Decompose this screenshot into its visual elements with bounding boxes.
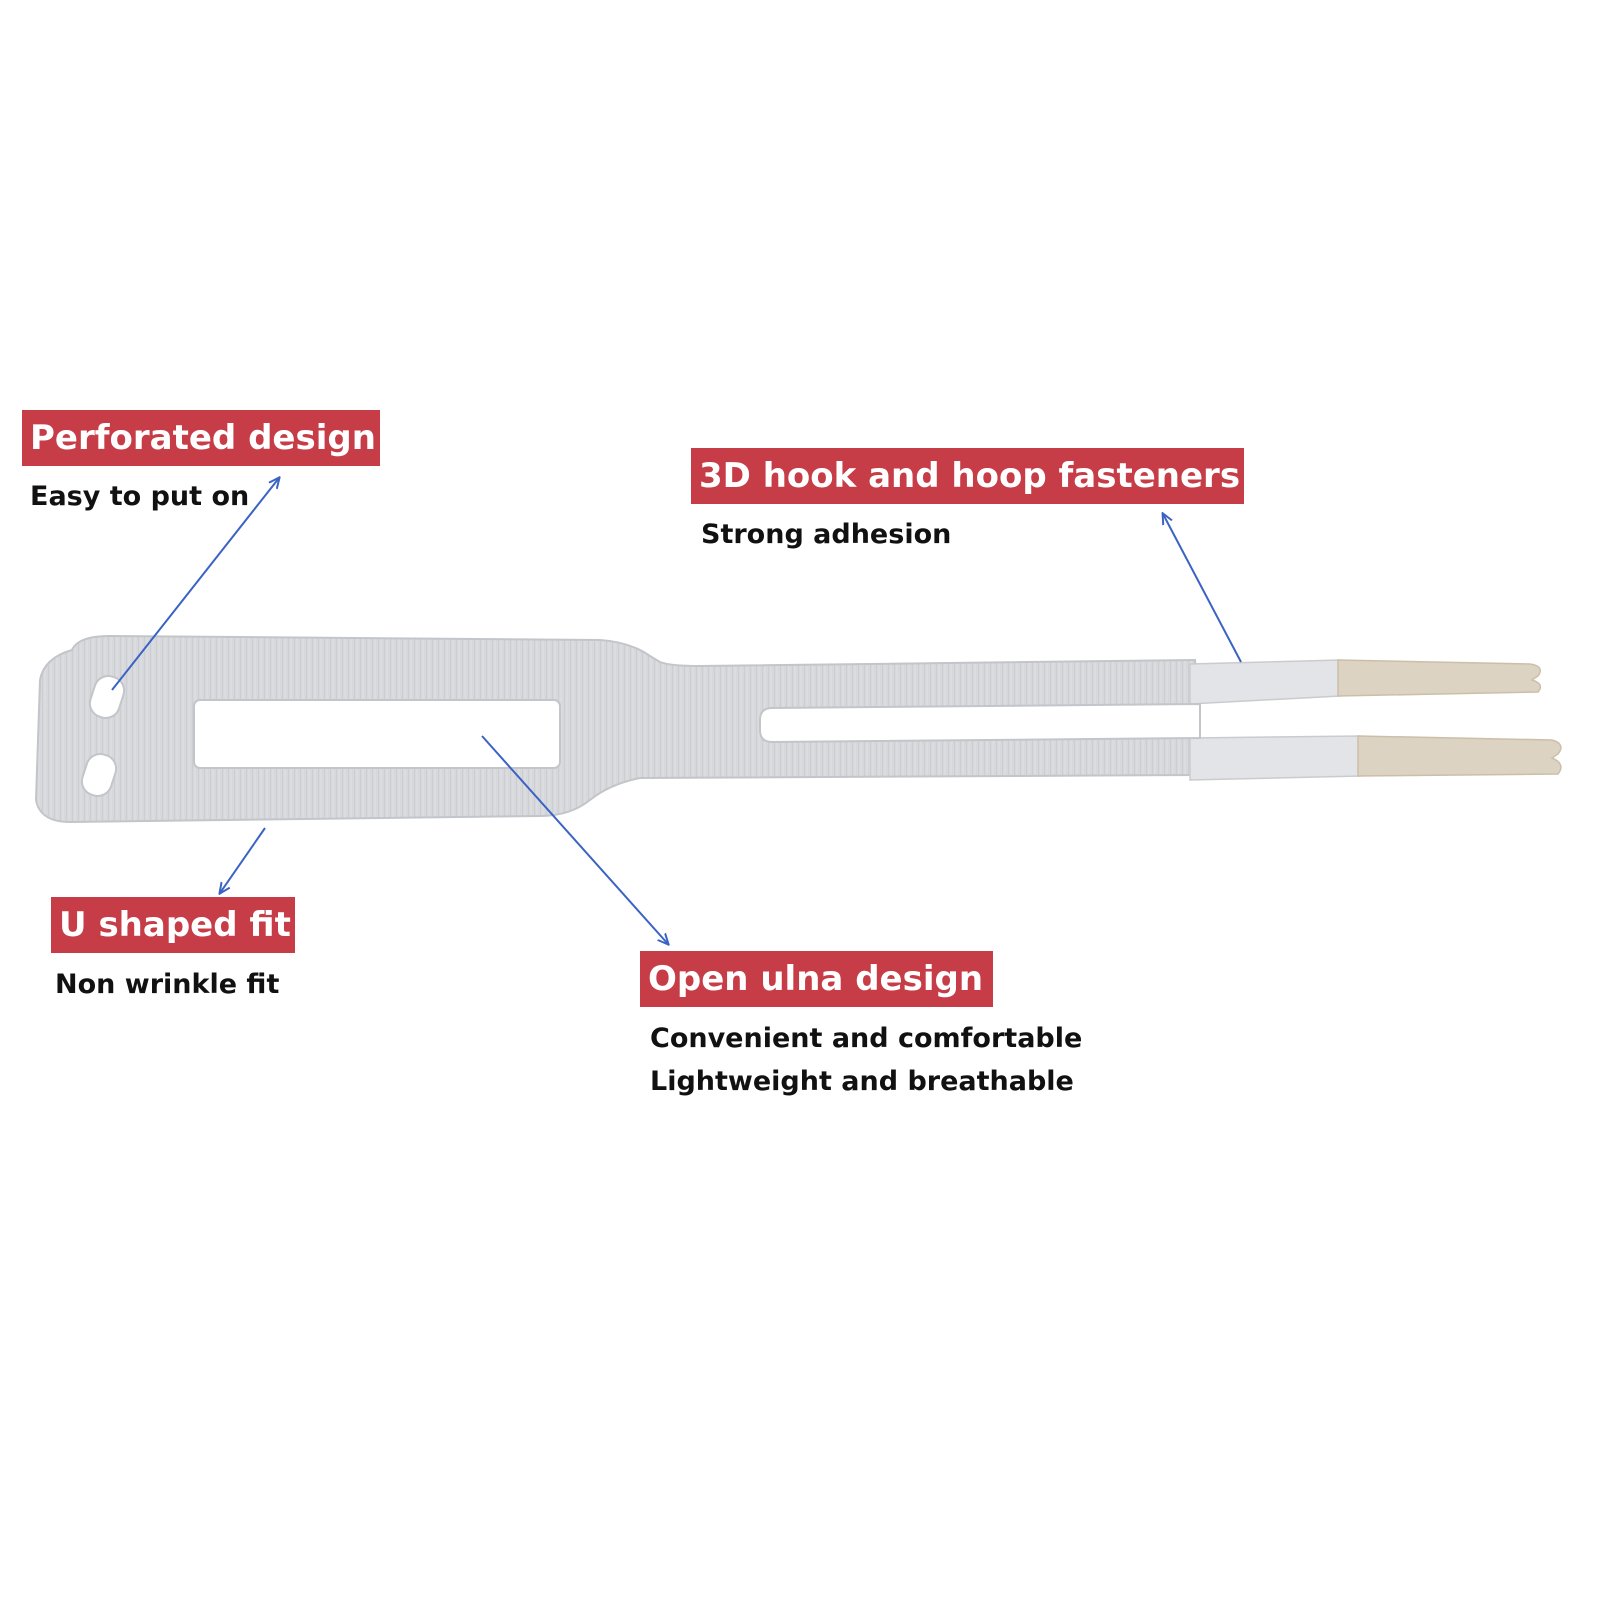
strap-main xyxy=(34,634,1201,824)
perforated-design-tag: Perforated design xyxy=(22,410,380,466)
strap-split-slot xyxy=(759,702,1201,744)
hook-tab-upper xyxy=(1337,659,1542,697)
strap-body xyxy=(34,634,1562,824)
strap-window xyxy=(193,699,561,769)
hook-tab-lower xyxy=(1357,735,1562,777)
u-shaped-fit-caption: Non wrinkle fit xyxy=(55,969,280,1000)
perforated-design-caption: Easy to put on xyxy=(30,481,250,512)
strap-lower-tail xyxy=(1189,735,1361,781)
open-ulna-design-tag: Open ulna design xyxy=(640,951,993,1007)
strap-upper-tail xyxy=(1189,659,1341,705)
arrow-hook xyxy=(1163,514,1242,663)
arrow-ushape xyxy=(220,827,266,893)
open-ulna-caption-line-2: Lightweight and breathable xyxy=(650,1066,1074,1097)
u-shaped-fit-tag: U shaped fit xyxy=(51,897,295,953)
arrow-ulna xyxy=(481,735,668,944)
hook-fasteners-tag: 3D hook and hoop fasteners xyxy=(691,448,1244,504)
arrow-perforated xyxy=(111,478,279,691)
callout-arrows xyxy=(111,478,1242,944)
open-ulna-caption-line-1: Convenient and comfortable xyxy=(650,1023,1083,1054)
perforation-hole-bottom xyxy=(80,753,118,797)
hook-fasteners-caption: Strong adhesion xyxy=(701,519,952,550)
